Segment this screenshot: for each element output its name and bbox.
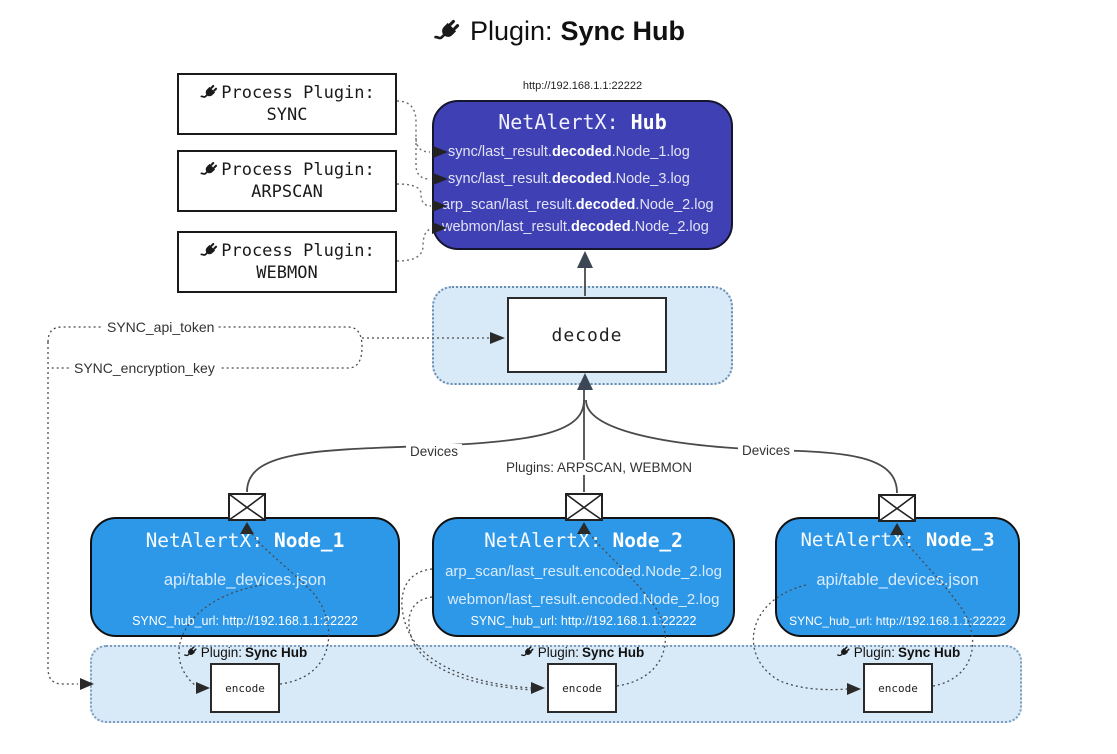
node-hub-url: SYNC_hub_url: http://192.168.1.1:22222 [470,614,697,628]
node-hub-url: SYNC_hub_url: http://192.168.1.1:22222 [132,614,358,628]
hub-log-line: arp_scan/last_result.decoded.Node_2.log [442,197,714,213]
encode-box: encode [863,663,933,713]
edge-label-devices-left: Devices [406,444,463,459]
node-title: NetAlertX:Node_3 [800,529,995,551]
process-plugin-arpscan: Process Plugin: ARPSCAN [177,150,397,212]
sync-api-token-label: SYNC_api_token [103,319,219,335]
encode-box: encode [547,663,617,713]
envelope-icon [878,494,916,522]
encoder-plugin-label: Plugin:Sync Hub [517,645,647,660]
encoder-plugin-label: Plugin:Sync Hub [833,645,963,660]
node-file-line: webmon/last_result.encoded.Node_2.log [447,591,720,608]
envelope-icon [228,493,266,521]
plug-icon [836,645,851,660]
node-title: NetAlertX:Node_2 [484,529,683,552]
page-title-name: Sync Hub [560,16,686,46]
process-plugin-sync: Process Plugin: SYNC [177,73,397,135]
encoder-plugin-label: Plugin:Sync Hub [180,645,310,660]
plug-icon [432,17,462,47]
edge-label-plugins-mid: Plugins: ARPSCAN, WEBMON [502,460,697,475]
node-3-box: NetAlertX:Node_3 api/table_devices.json … [775,517,1020,637]
process-plugin-webmon: Process Plugin: WEBMON [177,231,397,293]
plug-icon [199,241,219,261]
hub-log-line: sync/last_result.decoded.Node_3.log [448,171,690,187]
envelope-icon [565,493,603,521]
plug-icon [199,160,219,180]
hub-log-line: sync/last_result.decoded.Node_1.log [448,144,690,160]
node-1-box: NetAlertX:Node_1 api/table_devices.json … [90,517,400,637]
plug-icon [199,83,219,103]
hub-url: http://192.168.1.1:22222 [522,80,643,92]
process-to-hub-connectors [396,100,432,262]
to-hub-arrowhead [577,251,593,268]
process-plugin-name: WEBMON [256,263,318,283]
node-hub-url: SYNC_hub_url: http://192.168.1.1:22222 [789,614,1006,628]
sync-encryption-key-label: SYNC_encryption_key [70,360,219,376]
page-title-prefix: Plugin: [469,16,553,46]
encode-box: encode [210,663,280,713]
process-plugin-label: Process Plugin: [221,160,375,180]
process-plugin-name: ARPSCAN [251,182,323,202]
hub-log-line: webmon/last_result.decoded.Node_2.log [442,219,709,235]
plug-icon [520,645,535,660]
hub-box [432,100,733,250]
hub-title-prefix: NetAlertX: [498,110,619,134]
process-plugin-label: Process Plugin: [221,241,375,261]
node-2-box: NetAlertX:Node_2 arp_scan/last_result.en… [432,517,735,637]
node-file-line: api/table_devices.json [163,571,327,589]
edge-label-devices-right: Devices [738,443,795,458]
node-title: NetAlertX:Node_1 [145,529,345,552]
node-file-line: arp_scan/last_result.encoded.Node_2.log [445,563,722,580]
plug-icon [183,645,198,660]
process-plugin-label: Process Plugin: [221,83,375,103]
hub-title: NetAlertX: Hub [432,110,733,134]
hub-title-name: Hub [630,110,667,134]
process-plugin-name: SYNC [266,105,308,125]
page-title: Plugin: Sync Hub [0,16,1117,47]
decode-box: decode [507,297,667,373]
node-file-line: api/table_devices.json [816,571,979,589]
